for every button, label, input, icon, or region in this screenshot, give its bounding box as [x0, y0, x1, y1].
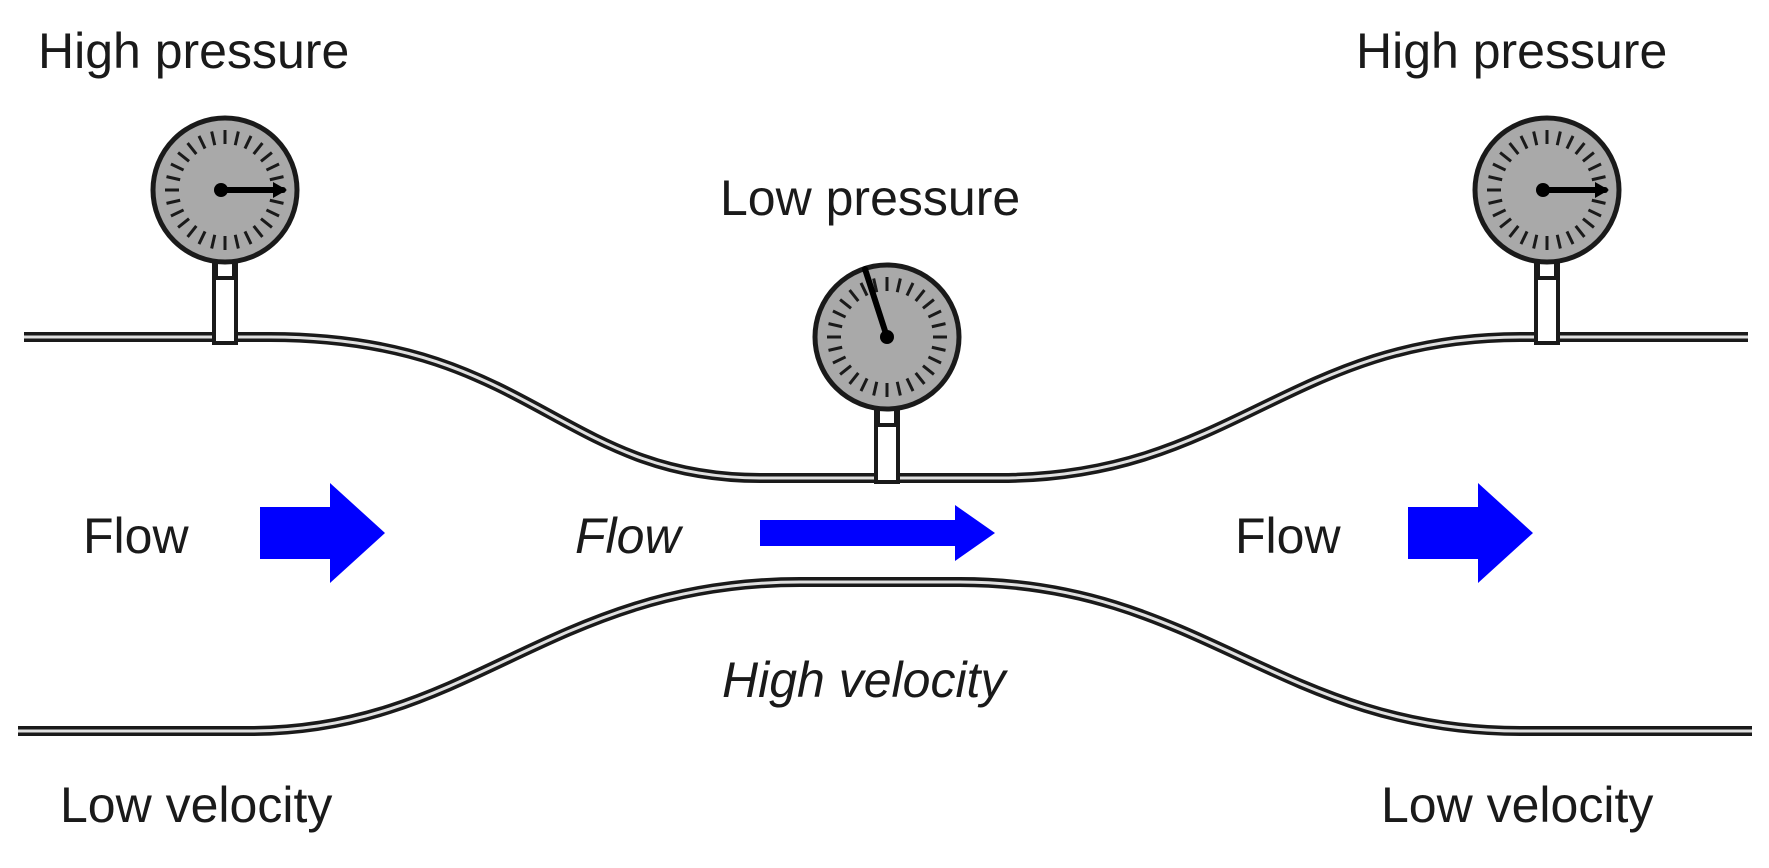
gauge-tick	[177, 151, 190, 163]
gauge-tick	[243, 230, 253, 245]
gauge-tick	[927, 355, 942, 365]
label-low-velocity-right: Low velocity	[1381, 777, 1653, 833]
gauge-tick	[177, 217, 190, 229]
gauge-tick	[233, 131, 240, 146]
gauge-tick	[1574, 142, 1586, 155]
gauge-tick	[170, 162, 185, 172]
label-low-pressure: Low pressure	[720, 170, 1020, 226]
flow-arrow-center	[760, 505, 995, 561]
gauge-tick	[243, 135, 253, 150]
gauge-tick	[895, 278, 902, 293]
label-flow-right: Flow	[1235, 508, 1341, 564]
gauge-tick	[1519, 135, 1529, 150]
gauge-tick	[1582, 151, 1595, 163]
gauge-tick	[1492, 162, 1507, 172]
label-flow-left: Flow	[83, 508, 189, 564]
gauge-tick	[260, 151, 273, 163]
gauge-tick	[1532, 234, 1539, 249]
gauge-tick	[828, 322, 843, 329]
gauge-tick	[1591, 175, 1606, 182]
gauge-tick	[170, 208, 185, 218]
gauge-tick	[832, 309, 847, 319]
gauge-tick	[931, 322, 946, 329]
gauge-tick	[1582, 217, 1595, 229]
gauge-tick	[166, 198, 181, 205]
gauge-tick	[1499, 151, 1512, 163]
gauge-tick	[828, 345, 843, 352]
gauge-tick	[1587, 208, 1602, 218]
gauge-tick	[1499, 217, 1512, 229]
gauge-tick	[197, 230, 207, 245]
gauge-tick	[1555, 234, 1562, 249]
gauge-tick	[922, 298, 935, 310]
label-high-pressure-right: High pressure	[1356, 23, 1667, 79]
gauge-tick	[1591, 198, 1606, 205]
gauge-tick	[1574, 225, 1586, 238]
gauge-tick	[260, 217, 273, 229]
gauge-tick	[1508, 225, 1520, 238]
gauge-tick	[1488, 175, 1503, 182]
gauge-tick	[914, 289, 926, 302]
gauge-tick	[269, 198, 284, 205]
gauge-tick	[1508, 142, 1520, 155]
gauge-tick	[166, 175, 181, 182]
flow-arrow-left	[260, 483, 385, 583]
gauge-tick	[210, 131, 217, 146]
gauge-tick	[859, 282, 869, 297]
gauge-tick	[252, 142, 264, 155]
label-flow-center: Flow	[575, 508, 683, 564]
gauge-tick	[265, 162, 280, 172]
gauge-tick	[931, 345, 946, 352]
gauge-tick	[252, 225, 264, 238]
gauge-tick	[1565, 135, 1575, 150]
flow-arrow-right	[1408, 483, 1533, 583]
gauge-tick	[905, 282, 915, 297]
gauge-tick	[839, 298, 852, 310]
gauge-tick	[1488, 198, 1503, 205]
gauge-tick	[186, 142, 198, 155]
pressure-gauge-outlet	[1472, 115, 1622, 345]
gauge-tick	[859, 377, 869, 392]
gauge-tick	[905, 377, 915, 392]
gauge-tick	[848, 372, 860, 385]
gauge-tick	[1532, 131, 1539, 146]
gauge-tick	[895, 381, 902, 396]
gauge-tick	[832, 355, 847, 365]
label-high-velocity: High velocity	[722, 652, 1008, 708]
gauge-tick	[197, 135, 207, 150]
gauge-tick	[1565, 230, 1575, 245]
gauge-tick	[848, 289, 860, 302]
gauge-tick	[1555, 131, 1562, 146]
gauge-tick	[872, 278, 879, 293]
gauge-needle	[862, 266, 890, 340]
pressure-gauge-inlet	[150, 115, 300, 345]
gauge-tick	[922, 364, 935, 376]
gauge-tick	[914, 372, 926, 385]
gauge-tick	[269, 175, 284, 182]
gauge-tick	[872, 381, 879, 396]
gauge-tick	[233, 234, 240, 249]
gauge-tick	[1587, 162, 1602, 172]
gauge-tick	[1492, 208, 1507, 218]
gauge-tick	[210, 234, 217, 249]
gauge-tick	[265, 208, 280, 218]
gauge-tick	[927, 309, 942, 319]
gauge-tick	[186, 225, 198, 238]
label-low-velocity-left: Low velocity	[60, 777, 332, 833]
pipe-bottom-wall	[18, 577, 1752, 736]
pipe-top-wall	[24, 332, 1748, 483]
label-high-pressure-left: High pressure	[38, 23, 349, 79]
gauge-tick	[839, 364, 852, 376]
gauge-tick	[1519, 230, 1529, 245]
pressure-gauge-throat	[812, 262, 962, 484]
